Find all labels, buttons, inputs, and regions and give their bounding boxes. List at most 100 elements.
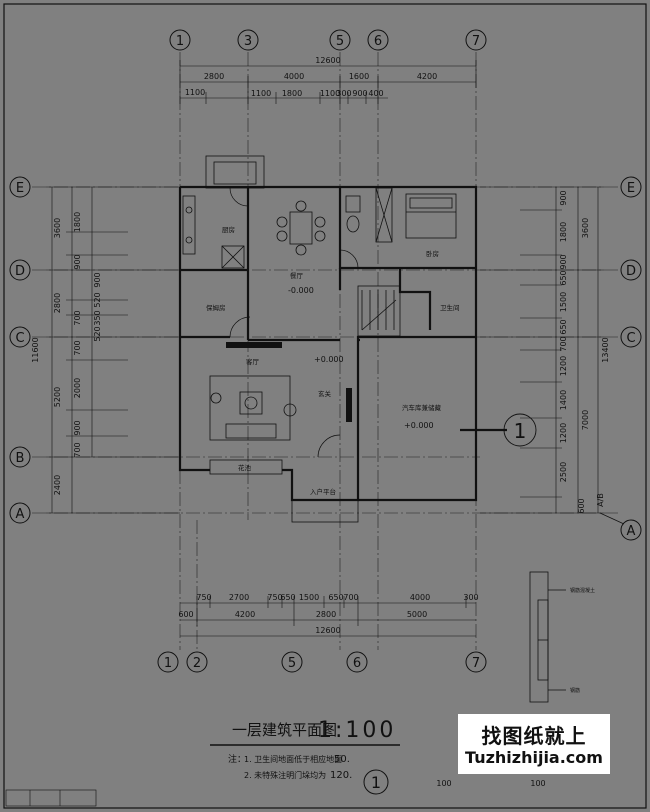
dim-right-10: 1200 [559, 423, 568, 443]
room-label-bathroom: 卫生间 [440, 303, 460, 312]
dim-bottom-10: 600 [178, 610, 193, 619]
wall-detail-inset [529, 571, 566, 703]
right-dimensions [480, 186, 604, 514]
section-marker-label: 1 [514, 419, 527, 443]
dim-left-3: 5200 [53, 387, 62, 407]
dim-left-10: 900 [73, 420, 82, 435]
room-label-living: 客厅 [246, 357, 260, 366]
dim-bottom-5: 1500 [299, 593, 319, 602]
drawing-border [3, 3, 647, 809]
grid-label-right-e: E [627, 181, 635, 196]
left-dimensions [46, 186, 180, 514]
bottom-dimensions [180, 596, 476, 637]
level-living: +0.000 [314, 355, 344, 364]
dim-top-2: 4000 [284, 72, 304, 81]
dim-bottom-9: 300 [463, 593, 478, 602]
grid-label-top-1: 1 [176, 34, 184, 49]
dim-top-7: 1800 [282, 89, 302, 98]
dim-left-5: 1800 [73, 212, 82, 232]
dim-right-15: 13400 [601, 337, 610, 362]
kitchen-counter [182, 195, 245, 269]
grid-label-top-5: 5 [336, 34, 344, 49]
dim-right-3: 900 [559, 254, 568, 269]
dim-left-2: 2800 [53, 293, 62, 313]
grid-label-bottom-7: 7 [472, 656, 480, 671]
watermark-en: Tuzhizhijia.com [465, 748, 603, 767]
dim-right-9: 1400 [559, 390, 568, 410]
dim-bottom-8: 4000 [410, 593, 430, 602]
bottom-marker-circle [363, 769, 389, 795]
dim-left-12: 900 [93, 272, 102, 287]
bed-furniture [405, 193, 457, 239]
room-label-bedroom: 卧房 [426, 249, 439, 258]
dim-left-7: 700 [73, 310, 82, 325]
dim-left-total: 11600 [31, 337, 40, 362]
dim-bottom-6: 650 [328, 593, 343, 602]
dim-top-1: 2800 [204, 72, 224, 81]
grid-bubbles-left: E D C B A [9, 176, 31, 524]
top-dimensions [179, 60, 477, 104]
dim-right-5: 1500 [559, 292, 568, 312]
dim-left-15: 520 [93, 326, 102, 341]
dim-top-9: 300 [336, 89, 351, 98]
dim-left-4: 2400 [53, 475, 62, 495]
dim-right-8: 1200 [559, 356, 568, 376]
grid-label-left-c: C [15, 331, 24, 346]
room-label-kitchen: 厨房 [222, 225, 235, 234]
drawing-title: 一层建筑平面图 [232, 721, 337, 739]
grid-label-right-c: C [626, 331, 635, 346]
grid-bubbles-bottom: 1 2 5 6 7 [157, 651, 487, 673]
notes-line-2: 2. 未特殊注明门垛均为 [244, 770, 326, 780]
grid-label-left-a: A [16, 507, 25, 522]
grid-label-right-d: D [626, 264, 636, 279]
grid-label-left-e: E [16, 181, 24, 196]
dim-right-14: 7000 [581, 410, 590, 430]
grid-label-bottom-2: 2 [193, 656, 201, 671]
dim-left-8: 700 [73, 340, 82, 355]
door-swings [229, 187, 359, 458]
living-partition [226, 342, 352, 422]
dim-bottom-1: 750 [196, 593, 211, 602]
grid-label-left-d: D [15, 264, 25, 279]
bathroom-fixtures [345, 187, 393, 243]
detail-label-top: 钢筋混凝土 [570, 587, 595, 594]
notes-label: 注： [228, 753, 246, 765]
dim-right-2: 1800 [559, 222, 568, 242]
dim-right-4: 650 [559, 270, 568, 285]
bottom-dim-2: 100 [530, 779, 545, 788]
grid-label-bottom-5: 5 [288, 656, 296, 671]
sofa-set-furniture [209, 375, 297, 441]
dim-left-14: 350 [93, 310, 102, 325]
dim-left-6: 900 [73, 254, 82, 269]
dim-bottom-7: 700 [343, 593, 358, 602]
dim-left-11: 700 [73, 442, 82, 457]
dim-top-11: 400 [368, 89, 383, 98]
dim-bottom-14: 12600 [315, 626, 340, 635]
room-label-storage: 保姆房 [206, 303, 226, 312]
grid-label-right-a: A [627, 524, 636, 539]
detail-label-bottom: 钢筋 [570, 687, 580, 694]
dim-right-1: 900 [559, 190, 568, 205]
dim-right-12: 600 [577, 498, 586, 513]
dim-right-11: 2500 [559, 462, 568, 482]
room-label-dining: 餐厅 [290, 271, 304, 280]
dim-top-6: 1100 [251, 89, 271, 98]
dim-bottom-4: 650 [280, 593, 295, 602]
dim-left-9: 2000 [73, 378, 82, 398]
room-label-foyer: 玄关 [318, 389, 332, 398]
dim-right-6: 650 [559, 319, 568, 334]
grid-bubbles-right: E D C A A/B [596, 176, 642, 541]
watermark-cn: 找图纸就上 [481, 724, 587, 748]
dim-bottom-3: 750 [267, 593, 282, 602]
grid-axis-lines [32, 52, 620, 650]
notes-line-1: 1. 卫生间地面低于相应地面 [244, 754, 342, 764]
stamp-box [5, 789, 97, 807]
notes-line-2-value: 120. [330, 770, 352, 781]
grid-label-top-7: 7 [472, 34, 480, 49]
grid-label-top-6: 6 [374, 34, 382, 49]
grid-label-bottom-6: 6 [353, 656, 361, 671]
dim-bottom-12: 2800 [316, 610, 336, 619]
dining-table-furniture [276, 200, 326, 256]
grid-label-top-3: 3 [244, 34, 252, 49]
